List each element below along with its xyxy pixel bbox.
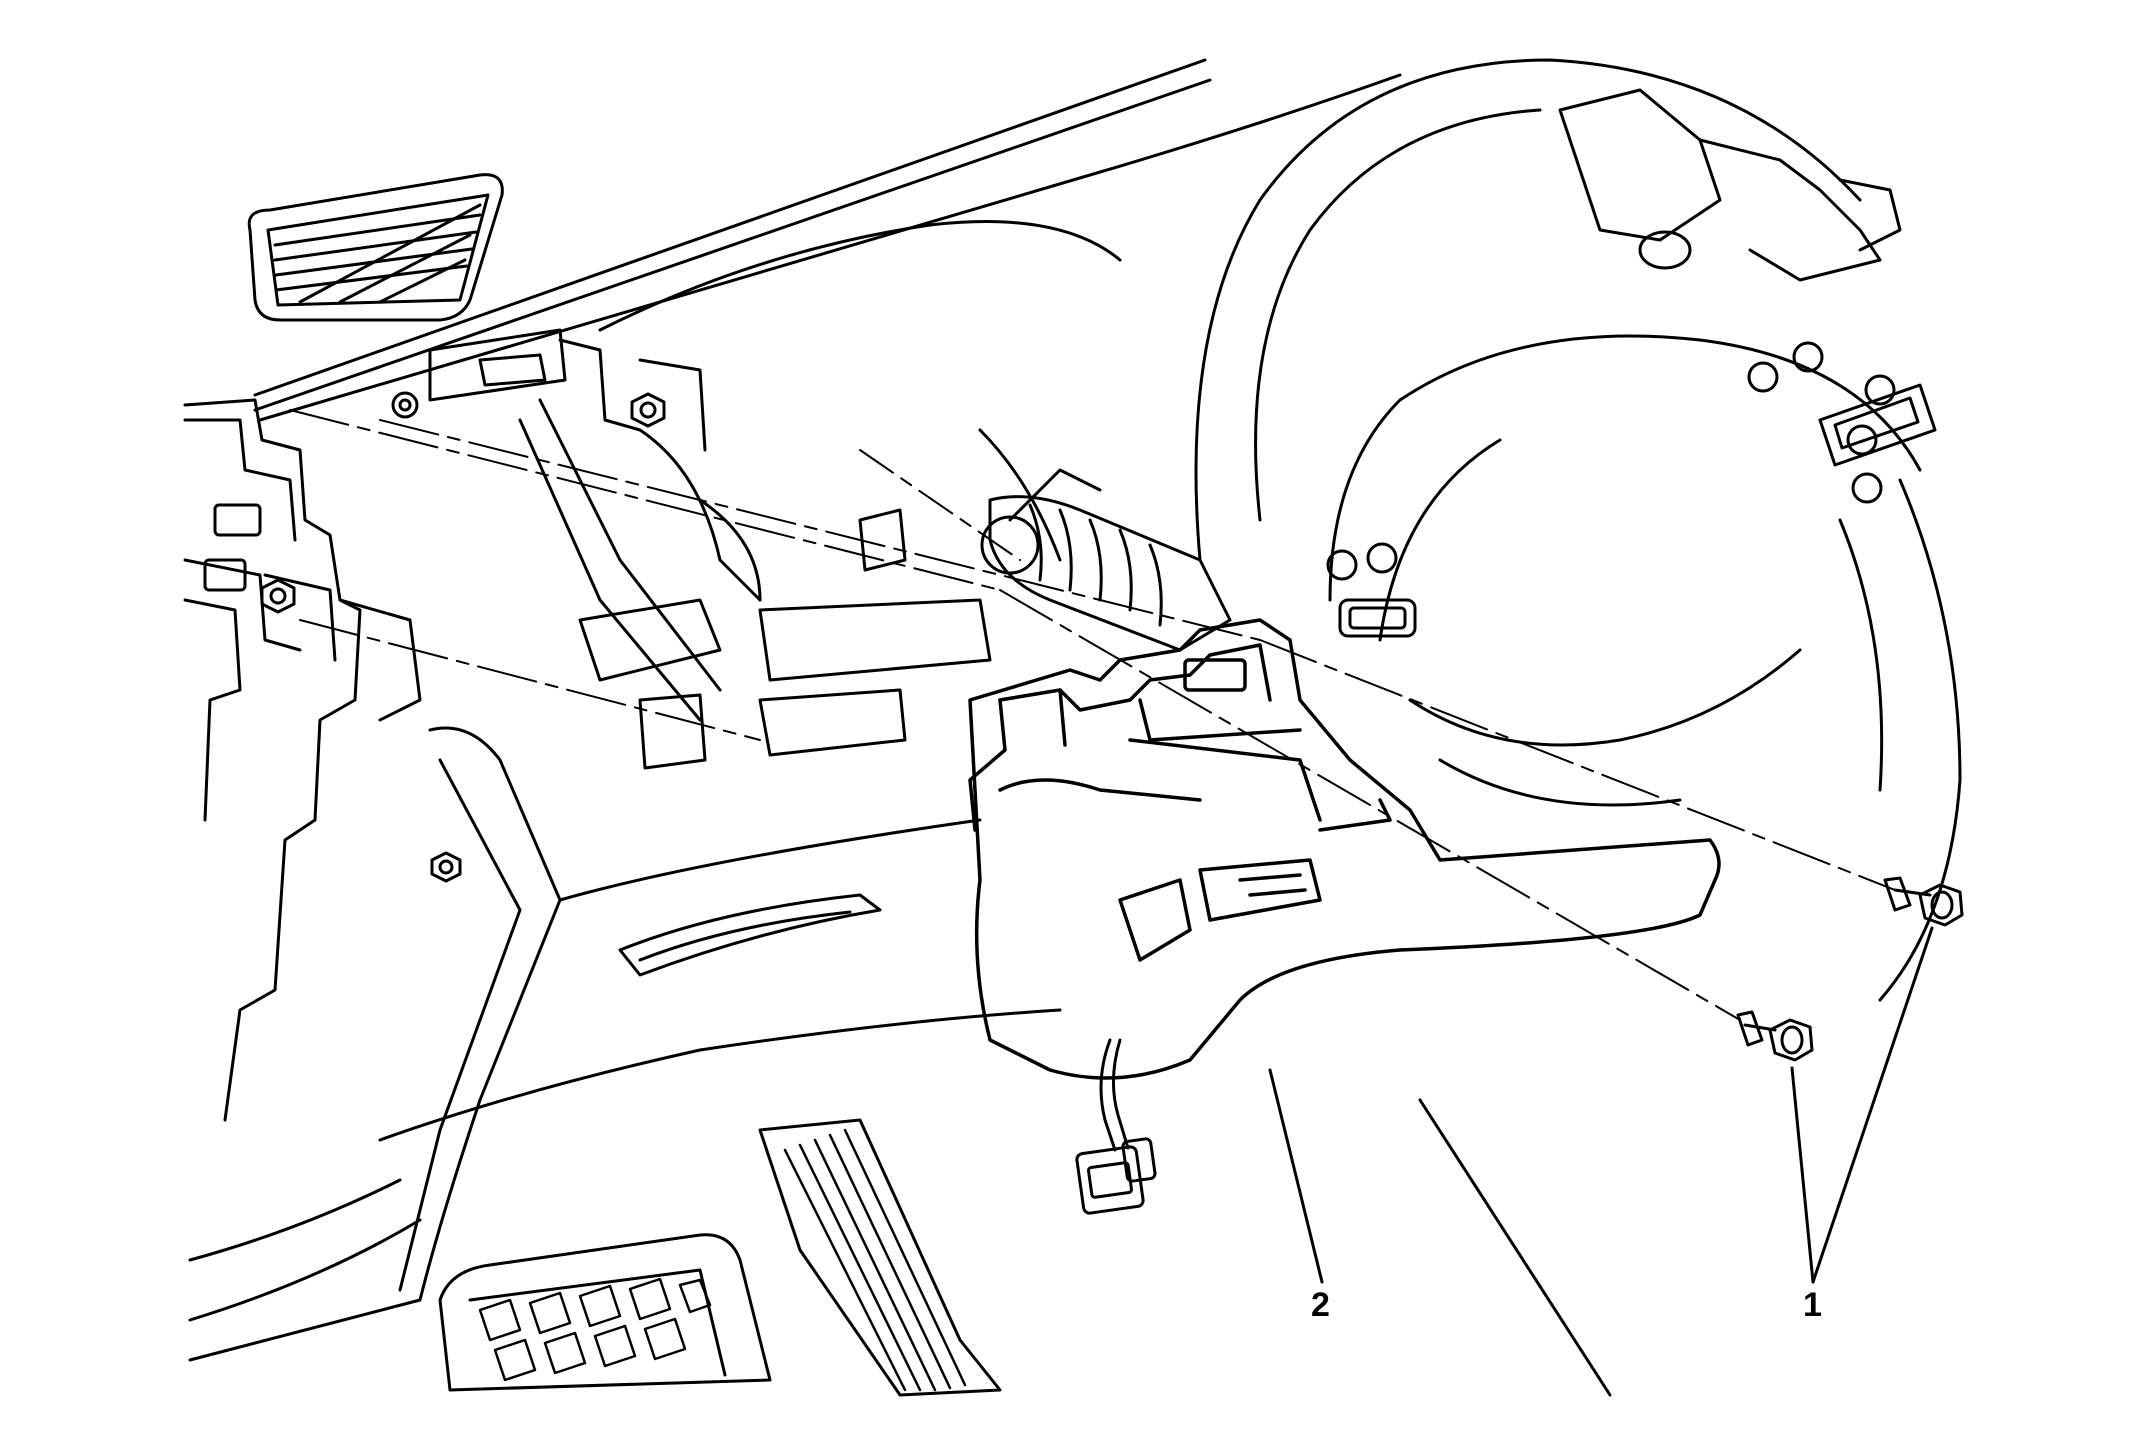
wire-harness-connector bbox=[1075, 1038, 1157, 1215]
callout-knee-bolster: 2 bbox=[1311, 1286, 1330, 1324]
leader-lines bbox=[1268, 926, 1934, 1397]
lower-instrument-trim bbox=[188, 726, 1062, 1362]
turn-signal-stalk bbox=[1558, 88, 1902, 282]
steering-wheel-controls bbox=[1326, 341, 1937, 638]
bolt-upper bbox=[1883, 876, 1964, 927]
carrier-nut-small bbox=[391, 391, 419, 419]
carrier-nut-lower bbox=[430, 851, 462, 883]
instrument-panel-carrier bbox=[183, 328, 707, 1122]
brake-pedal bbox=[438, 1233, 772, 1392]
steering-column-boot bbox=[980, 495, 1232, 652]
knee-bolster bbox=[968, 618, 1721, 1080]
column-support-structure bbox=[518, 398, 1102, 770]
alignment-lines bbox=[289, 409, 1896, 1021]
side-air-vent bbox=[247, 173, 504, 322]
upper-dash-edge bbox=[253, 58, 1402, 422]
bolt-lower bbox=[1736, 1010, 1814, 1062]
accelerator-pedal bbox=[758, 1118, 1002, 1397]
callout-bolts: 1 bbox=[1803, 1286, 1822, 1324]
carrier-nut-left bbox=[260, 578, 296, 614]
carrier-nut-center bbox=[630, 392, 666, 428]
steering-wheel bbox=[1194, 58, 1962, 1002]
